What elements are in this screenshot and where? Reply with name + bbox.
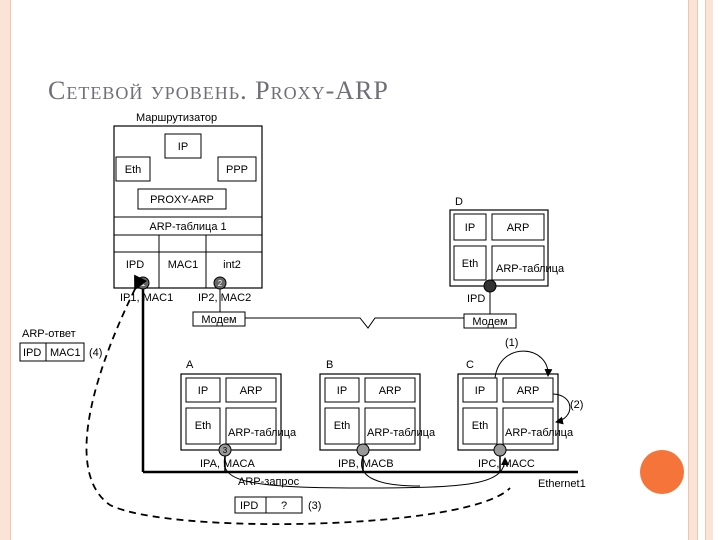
- decorative-circle: [640, 450, 684, 494]
- svg-text:A: A: [186, 359, 194, 371]
- router-eth-label: Eth: [125, 164, 142, 176]
- svg-text:1: 1: [141, 279, 146, 288]
- modem-right-label: Модем: [472, 316, 507, 328]
- router-if1-label: IP1, MAC1: [120, 292, 173, 304]
- svg-text:IP: IP: [465, 222, 475, 234]
- router-proxy-arp-label: PROXY-ARP: [150, 194, 214, 206]
- host-b-port: [356, 443, 370, 457]
- svg-text:ARP-таблица: ARP-таблица: [505, 427, 574, 439]
- svg-text:ARP: ARP: [507, 222, 530, 234]
- router-cell-ipd: IPD: [126, 259, 144, 271]
- svg-text:ARP: ARP: [517, 385, 540, 397]
- router-arp-table-title: ARP-таблица 1: [149, 221, 226, 233]
- host-d-box: [449, 209, 549, 287]
- svg-text:Eth: Eth: [472, 420, 489, 432]
- modem-left-label: Модем: [201, 314, 236, 326]
- host-c: C IP ARP Eth ARP-таблица IPC, MACC: [457, 359, 574, 470]
- svg-text:IPB, MACB: IPB, MACB: [338, 458, 394, 470]
- slide-right-border-inner: [688, 0, 698, 540]
- host-c-box: [457, 373, 559, 451]
- host-d-addr: IPD: [467, 293, 485, 305]
- router-ip-box: [164, 133, 202, 159]
- svg-text:B: B: [326, 359, 333, 371]
- host-a-arp-table: [225, 407, 277, 445]
- svg-text:MAC1: MAC1: [50, 347, 81, 359]
- svg-text:?: ?: [281, 500, 287, 512]
- host-d-label: D: [455, 196, 463, 208]
- router-proxy-arp-box: [137, 188, 227, 210]
- svg-text:(2): (2): [570, 399, 583, 411]
- svg-text:IP: IP: [475, 385, 485, 397]
- slide-right-border-outer: [705, 0, 713, 540]
- host-c-arp-table: [502, 407, 554, 445]
- svg-text:ARP: ARP: [379, 385, 402, 397]
- router-box: [113, 125, 263, 289]
- router-eth-box: [115, 156, 151, 182]
- host-a: A IP ARP Eth ARP-таблица 3 IPA, MACA: [180, 359, 297, 470]
- svg-text:Eth: Eth: [462, 258, 479, 270]
- svg-text:(1): (1): [505, 337, 518, 349]
- svg-text:ARP-таблица: ARP-таблица: [496, 263, 565, 275]
- svg-text:(4): (4): [89, 347, 102, 359]
- host-d: D IP ARP Eth ARP-таблица IPD: [449, 196, 565, 305]
- network-label: Ethernet1: [538, 478, 586, 490]
- slide-left-border: [0, 0, 11, 540]
- svg-text:ARP: ARP: [240, 385, 263, 397]
- router-cell-int2: int2: [223, 259, 241, 271]
- router-ppp-box: [217, 156, 257, 182]
- svg-text:IPD: IPD: [23, 347, 41, 359]
- host-b-box: [319, 373, 421, 451]
- serial-link: Модем Модем: [192, 286, 517, 329]
- host-d-port: [483, 279, 497, 293]
- svg-text:ARP-таблица: ARP-таблица: [228, 427, 297, 439]
- svg-text:Eth: Eth: [195, 420, 212, 432]
- router-if2-label: IP2, MAC2: [198, 292, 251, 304]
- host-c-port: [493, 443, 507, 457]
- svg-text:IPC, MACC: IPC, MACC: [478, 458, 535, 470]
- modem-left-box: [192, 311, 246, 327]
- slide-title: Сетевой уровень. Proxy-ARP: [48, 76, 389, 105]
- arp-request: ARP-запрос IPD ? (3): [223, 455, 509, 514]
- host-b-arp-table: [364, 407, 416, 445]
- host-c-steps: (1) (2): [494, 337, 583, 425]
- svg-text:(3): (3): [308, 500, 321, 512]
- svg-text:IPD: IPD: [240, 500, 258, 512]
- svg-text:IP: IP: [198, 385, 208, 397]
- arp-response-title: ARP-ответ: [22, 328, 76, 340]
- svg-text:C: C: [466, 359, 474, 371]
- svg-text:ARP-таблица: ARP-таблица: [367, 427, 436, 439]
- arp-request-title: ARP-запрос: [238, 476, 300, 488]
- host-d-arp-table: [491, 245, 545, 281]
- svg-text:Eth: Eth: [334, 420, 351, 432]
- host-b: B IP ARP Eth ARP-таблица IPB, MACB: [319, 359, 436, 470]
- router-ppp-label: PPP: [226, 164, 248, 176]
- router-cell-mac1: MAC1: [168, 259, 199, 271]
- svg-text:IPA, MACA: IPA, MACA: [200, 458, 255, 470]
- svg-text:IP: IP: [337, 385, 347, 397]
- svg-text:2: 2: [218, 279, 223, 288]
- router-title: Маршрутизатор: [136, 112, 217, 124]
- svg-text:3: 3: [223, 446, 228, 455]
- router-ip-label: IP: [178, 141, 188, 153]
- arp-response: ARP-ответ IPD MAC1 (4): [19, 274, 511, 526]
- router: Маршрутизатор IP Eth PPP PROXY-ARP ARP-т…: [113, 112, 263, 304]
